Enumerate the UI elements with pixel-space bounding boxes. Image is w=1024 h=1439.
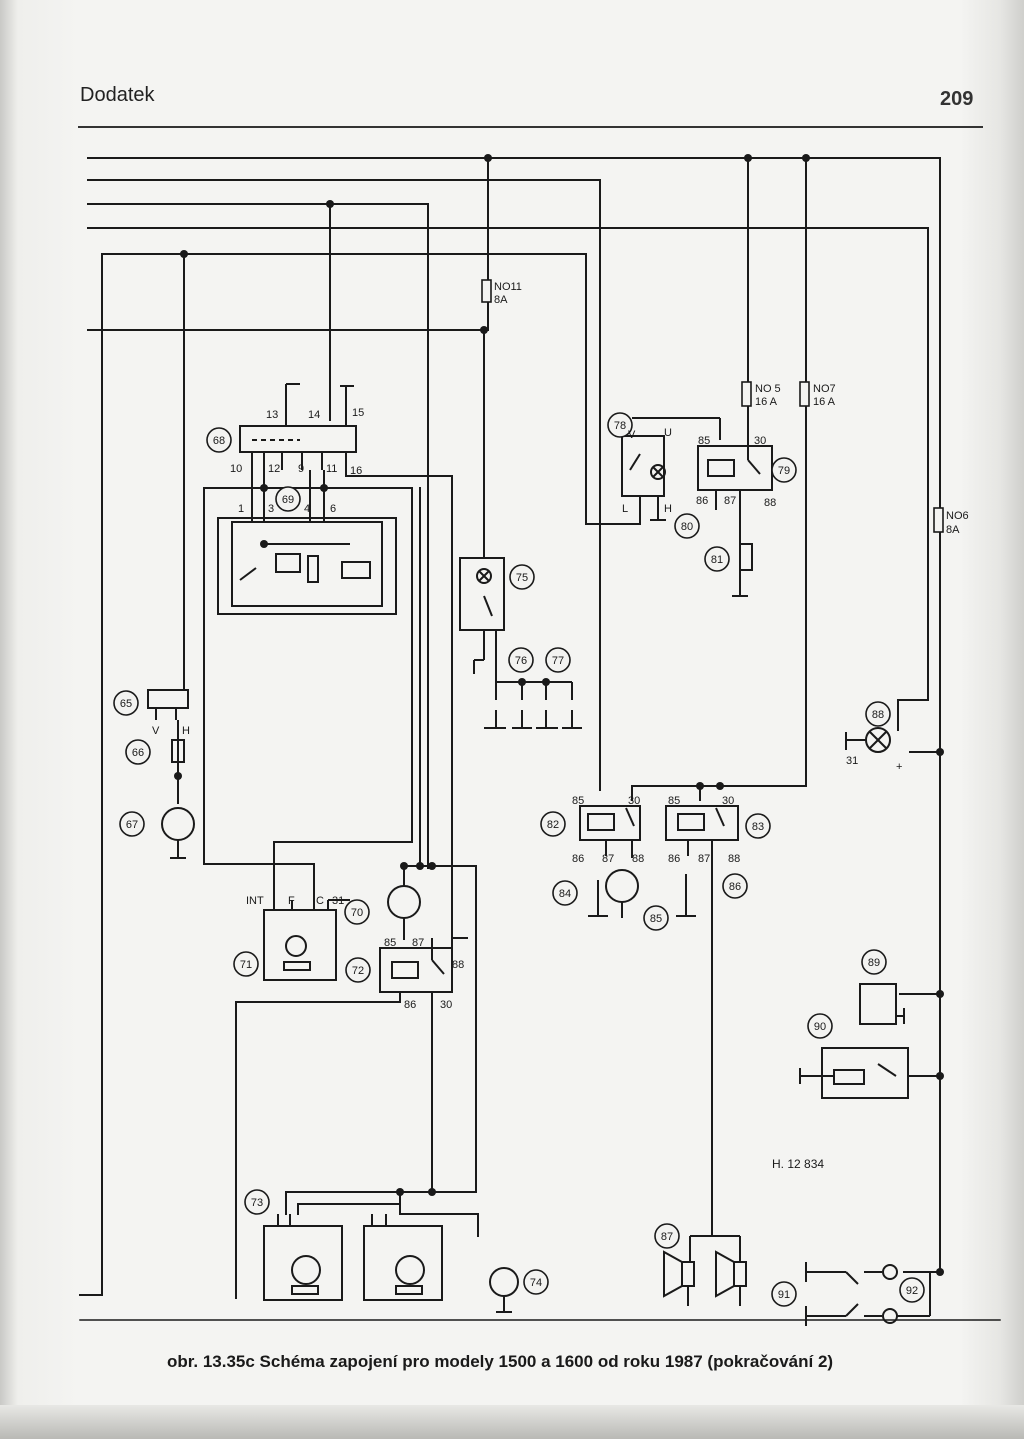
term-79-88: 88	[764, 497, 776, 509]
term-88-plus: +	[896, 761, 902, 773]
callout-82: 82	[547, 819, 559, 831]
term-69-1: 1	[238, 503, 244, 515]
term-65-v: V	[152, 725, 160, 737]
term-68-14: 14	[308, 409, 320, 421]
term-71-f: F	[288, 895, 295, 907]
callout-72: 72	[352, 965, 364, 977]
callout-68: 68	[213, 435, 225, 447]
term-78-h: H	[664, 503, 672, 515]
callout-80: 80	[681, 521, 693, 533]
header-rule	[78, 126, 983, 128]
callout-77: 77	[552, 655, 564, 667]
callout-78: 78	[614, 420, 626, 432]
drawing-number: H. 12 834	[772, 1157, 824, 1171]
fuse-no11-id: NO11	[494, 281, 522, 293]
term-68-15: 15	[352, 407, 364, 419]
callout-88: 88	[872, 709, 884, 721]
callout-69: 69	[282, 494, 294, 506]
term-79-87: 87	[724, 495, 736, 507]
callout-83: 83	[752, 821, 764, 833]
term-72-87: 87	[412, 937, 424, 949]
term-69-4: 4	[304, 503, 310, 515]
term-72-86: 86	[404, 999, 416, 1011]
component-callout-labels: 65 66 67 68 69 70 71 72 73 74 75 76 77 7…	[120, 420, 918, 1301]
callout-91: 91	[778, 1289, 790, 1301]
callout-66: 66	[132, 747, 144, 759]
term-79-86: 86	[696, 495, 708, 507]
fuse-no6-rating: 8A	[946, 524, 960, 536]
callout-92: 92	[906, 1285, 918, 1297]
component-callouts	[113, 412, 925, 1307]
page-number: 209	[940, 88, 974, 110]
term-83-88: 88	[728, 853, 740, 865]
callout-71: 71	[240, 959, 252, 971]
term-82-30: 30	[628, 795, 640, 807]
page-header-title: Dodatek	[80, 84, 155, 106]
callout-65: 65	[120, 698, 132, 710]
term-68-16: 16	[350, 465, 362, 477]
term-68-12: 12	[268, 463, 280, 475]
term-72-85: 85	[384, 937, 396, 949]
callout-75: 75	[516, 572, 528, 584]
term-69-3: 3	[268, 503, 274, 515]
fuse-no5-id: NO 5	[755, 383, 781, 395]
fuse-no7-id: NO7	[813, 383, 836, 395]
fuse-no7-rating: 16 A	[813, 396, 836, 408]
fuse-no5-rating: 16 A	[755, 396, 778, 408]
term-68-10: 10	[230, 463, 242, 475]
term-82-87: 87	[602, 853, 614, 865]
term-79-85: 85	[698, 435, 710, 447]
fuse-no6-id: NO6	[946, 510, 969, 522]
callout-81: 81	[711, 554, 723, 566]
term-78-v: V	[628, 429, 636, 441]
terminal-labels: 13 14 15 10 12 9 11 16 1 3 4 6 V H V U L…	[152, 407, 902, 1011]
callout-79: 79	[778, 465, 790, 477]
term-71-int: INT	[246, 895, 264, 907]
term-72-30: 30	[440, 999, 452, 1011]
term-72-88: 88	[452, 959, 464, 971]
callout-85: 85	[650, 913, 662, 925]
term-83-85: 85	[668, 795, 680, 807]
callout-86: 86	[729, 881, 741, 893]
term-82-85: 85	[572, 795, 584, 807]
callout-70: 70	[351, 907, 363, 919]
callout-89: 89	[868, 957, 880, 969]
term-82-86: 86	[572, 853, 584, 865]
callout-76: 76	[515, 655, 527, 667]
figure-caption: obr. 13.35c Schéma zapojení pro modely 1…	[166, 1352, 834, 1371]
term-65-h: H	[182, 725, 190, 737]
term-71-c: C	[316, 895, 324, 907]
callout-67: 67	[126, 819, 138, 831]
fuse-no11-rating: 8A	[494, 294, 508, 306]
callout-73: 73	[251, 1197, 263, 1209]
term-78-u: U	[664, 427, 672, 439]
term-68-11: 11	[326, 463, 337, 475]
component-symbols	[147, 383, 931, 1326]
term-88-31: 31	[846, 755, 858, 767]
term-82-88: 88	[632, 853, 644, 865]
term-83-30: 30	[722, 795, 734, 807]
term-68-9: 9	[298, 463, 304, 475]
callout-84: 84	[559, 888, 571, 900]
term-78-l: L	[622, 503, 628, 515]
term-83-87: 87	[698, 853, 710, 865]
junctions	[174, 154, 944, 1276]
term-68-13: 13	[266, 409, 278, 421]
term-69-6: 6	[330, 503, 336, 515]
fuse-symbols	[481, 279, 944, 533]
callout-87: 87	[661, 1231, 673, 1243]
page-bottom-edge	[0, 1405, 1024, 1439]
term-83-86: 86	[668, 853, 680, 865]
wires	[79, 157, 1001, 1321]
term-79-30: 30	[754, 435, 766, 447]
callout-90: 90	[814, 1021, 826, 1033]
term-71-31: 31	[332, 895, 344, 907]
callout-74: 74	[530, 1277, 542, 1289]
